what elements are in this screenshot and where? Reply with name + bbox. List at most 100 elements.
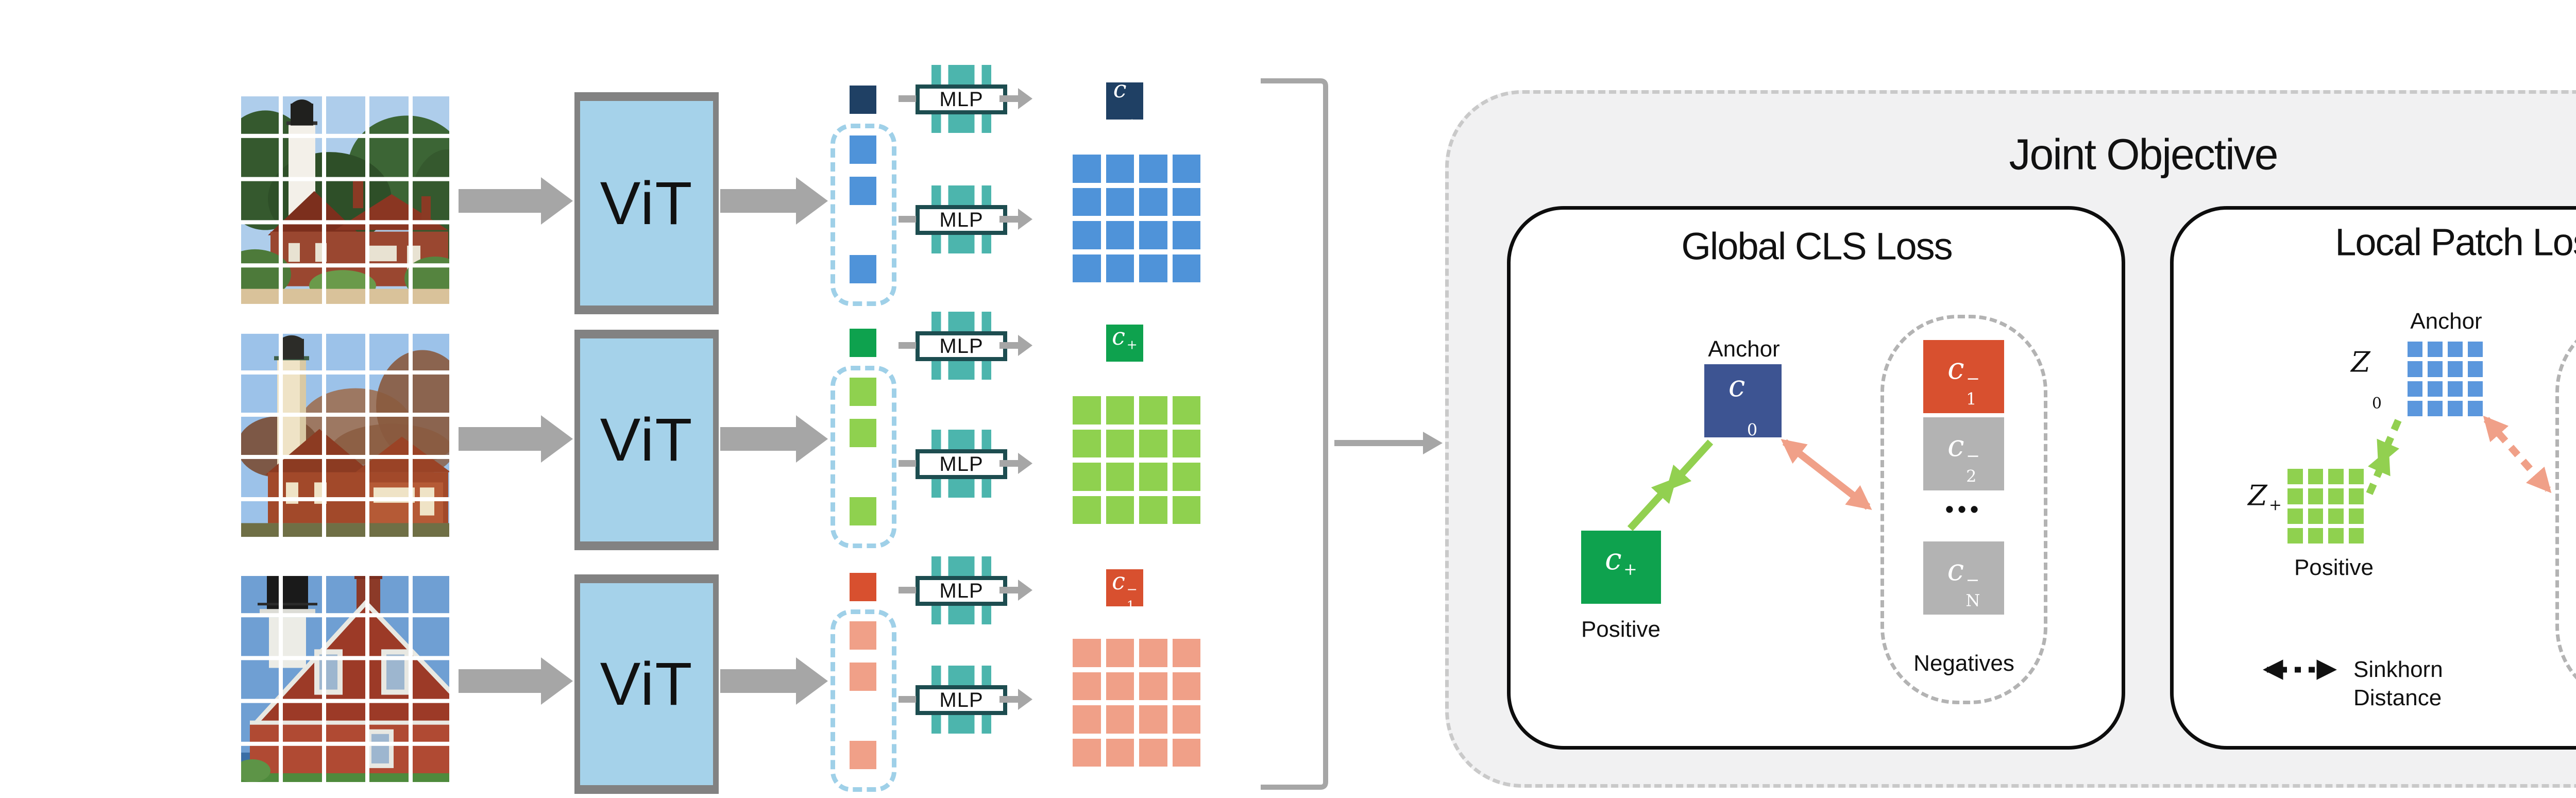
lighthouse-photo-autumn bbox=[237, 330, 453, 541]
grid-cell bbox=[1139, 705, 1167, 734]
joint-objective-title: Joint Objective bbox=[2009, 130, 2279, 179]
grid-cell bbox=[1106, 672, 1134, 700]
patch-token-group-negative bbox=[831, 609, 896, 792]
grid-cell bbox=[2348, 488, 2364, 504]
grid-cell bbox=[1106, 188, 1134, 216]
grid-cell bbox=[1073, 705, 1101, 734]
grid-cell bbox=[2308, 469, 2323, 485]
grid-cell bbox=[2448, 342, 2463, 358]
grid-cell bbox=[2308, 508, 2323, 524]
positive-cls-square: c+ bbox=[1581, 531, 1661, 604]
vit-label: ViT bbox=[600, 406, 693, 474]
grid-cell bbox=[1172, 254, 1200, 282]
negatives-container-local bbox=[2555, 315, 2576, 704]
grid-cell bbox=[1073, 639, 1101, 667]
lighthouse-photo-summer bbox=[237, 92, 453, 308]
mlp-patch-1: MLP bbox=[916, 205, 1007, 235]
grid-cell bbox=[1106, 396, 1134, 425]
vit-encoder-2: ViT bbox=[574, 330, 719, 550]
grid-cell bbox=[1106, 429, 1134, 457]
grid-cell bbox=[1139, 254, 1167, 282]
grid-cell bbox=[2287, 469, 2303, 485]
grid-cell bbox=[1073, 396, 1101, 425]
grid-cell bbox=[1139, 155, 1167, 183]
mlp-patch-2: MLP bbox=[916, 449, 1007, 479]
grid-cell bbox=[2348, 469, 2364, 485]
negative-cls-square-1: c−1 bbox=[1923, 340, 2004, 413]
bracket-to-panel-arrow bbox=[1334, 432, 1443, 454]
patch-grid-lines bbox=[237, 572, 453, 786]
vit-encoder-1: ViT bbox=[574, 92, 719, 314]
cls-token-positive bbox=[850, 329, 876, 357]
grid-cell bbox=[2348, 528, 2364, 544]
patch-token bbox=[850, 135, 876, 164]
negative-cls-square-2: c−2 bbox=[1923, 417, 2004, 490]
grid-cell bbox=[2448, 400, 2463, 416]
global-cls-loss-title: Global CLS Loss bbox=[1681, 225, 1953, 268]
patch-token bbox=[850, 378, 876, 406]
grid-cell bbox=[1073, 738, 1101, 767]
grid-cell bbox=[1106, 254, 1134, 282]
grid-cell bbox=[1139, 188, 1167, 216]
grid-cell bbox=[2287, 528, 2303, 544]
mlp-label: MLP bbox=[939, 452, 984, 476]
z-plus-label: Z+ bbox=[2248, 479, 2282, 514]
anchor-patch-grid bbox=[2408, 342, 2483, 416]
grid-cell bbox=[1172, 639, 1200, 667]
grid-cell bbox=[2328, 528, 2344, 544]
grid-cell bbox=[1073, 221, 1101, 249]
grid-cell bbox=[2428, 400, 2443, 416]
grid-cell bbox=[2308, 528, 2323, 544]
grid-cell bbox=[1172, 429, 1200, 457]
grid-cell bbox=[2448, 361, 2463, 377]
grid-cell bbox=[2328, 488, 2344, 504]
patch-token bbox=[850, 663, 876, 691]
grid-cell bbox=[2287, 488, 2303, 504]
grid-cell bbox=[2308, 488, 2323, 504]
patch-token-group-positive bbox=[831, 366, 896, 548]
patch-grid-lines bbox=[237, 92, 453, 308]
grid-cell bbox=[2468, 381, 2483, 397]
positive-label-local: Positive bbox=[2294, 555, 2374, 580]
lighthouse-photo-red bbox=[237, 572, 453, 786]
positive-patch-grid bbox=[2287, 469, 2364, 544]
grid-cell bbox=[1106, 221, 1134, 249]
vit-label: ViT bbox=[600, 169, 693, 237]
patch-token bbox=[850, 741, 876, 769]
anchor-label-local: Anchor bbox=[2410, 309, 2482, 334]
grid-cell bbox=[1172, 672, 1200, 700]
grid-cell bbox=[2428, 381, 2443, 397]
grid-cell bbox=[1139, 672, 1167, 700]
patch-embedding-grid-positive bbox=[1066, 390, 1207, 530]
grid-cell bbox=[1172, 396, 1200, 425]
grid-cell bbox=[2287, 508, 2303, 524]
grid-cell bbox=[1106, 496, 1134, 524]
mlp-label: MLP bbox=[939, 88, 984, 111]
mlp-label: MLP bbox=[939, 208, 984, 231]
grid-cell bbox=[1172, 188, 1200, 216]
negative-cls-square-N: c−N bbox=[1923, 541, 2004, 615]
grid-cell bbox=[2448, 381, 2463, 397]
grid-cell bbox=[1139, 463, 1167, 491]
grid-cell bbox=[1073, 188, 1101, 216]
grid-cell bbox=[2408, 342, 2422, 358]
mlp-cls-3: MLP bbox=[916, 576, 1007, 606]
anchor-label: Anchor bbox=[1708, 336, 1780, 362]
grid-cell bbox=[1106, 155, 1134, 183]
grid-cell bbox=[1073, 429, 1101, 457]
patch-token bbox=[850, 177, 876, 205]
grid-cell bbox=[1172, 738, 1200, 767]
grid-cell bbox=[2348, 508, 2364, 524]
grid-cell bbox=[2328, 469, 2344, 485]
patch-token bbox=[850, 419, 876, 447]
vit-label: ViT bbox=[600, 650, 693, 718]
local-patch-loss-title: Local Patch Loss bbox=[2335, 220, 2576, 264]
vit-encoder-3: ViT bbox=[574, 574, 719, 794]
positive-label: Positive bbox=[1581, 617, 1661, 642]
grid-cell bbox=[2408, 381, 2422, 397]
mlp-cls-2: MLP bbox=[916, 331, 1007, 361]
cls-token-negative bbox=[850, 573, 876, 601]
